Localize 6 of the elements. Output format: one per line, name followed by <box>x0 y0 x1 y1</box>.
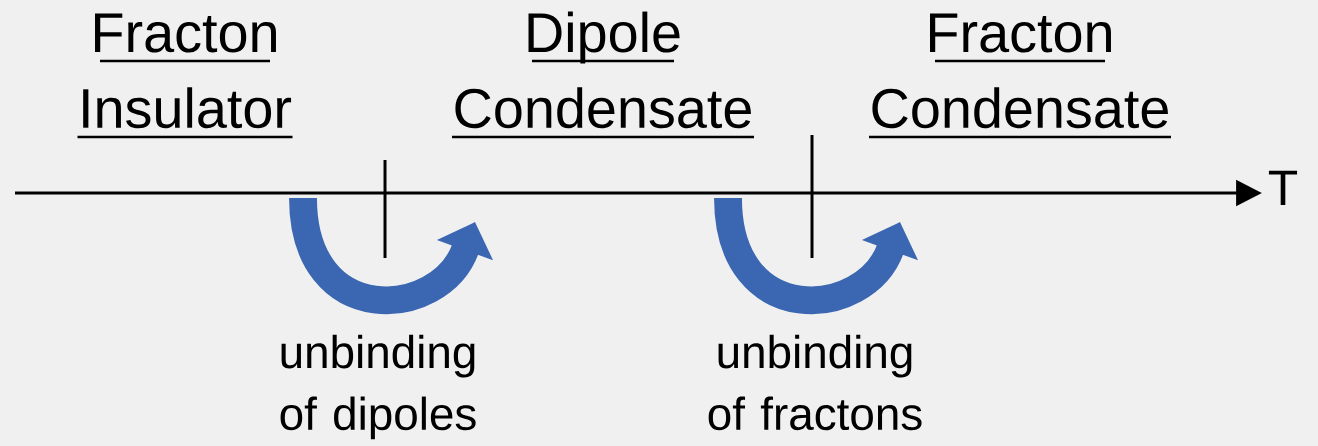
phase-label: Fracton Insulator <box>77 13 293 139</box>
axis-label: T <box>1268 170 1298 205</box>
transition-label: unbinding of fractons <box>708 334 922 431</box>
phase-label: Dipole Condensate <box>452 11 754 139</box>
phase-label: Fracton Condensate <box>869 13 1171 139</box>
transition-label: unbinding of dipoles <box>280 334 476 440</box>
